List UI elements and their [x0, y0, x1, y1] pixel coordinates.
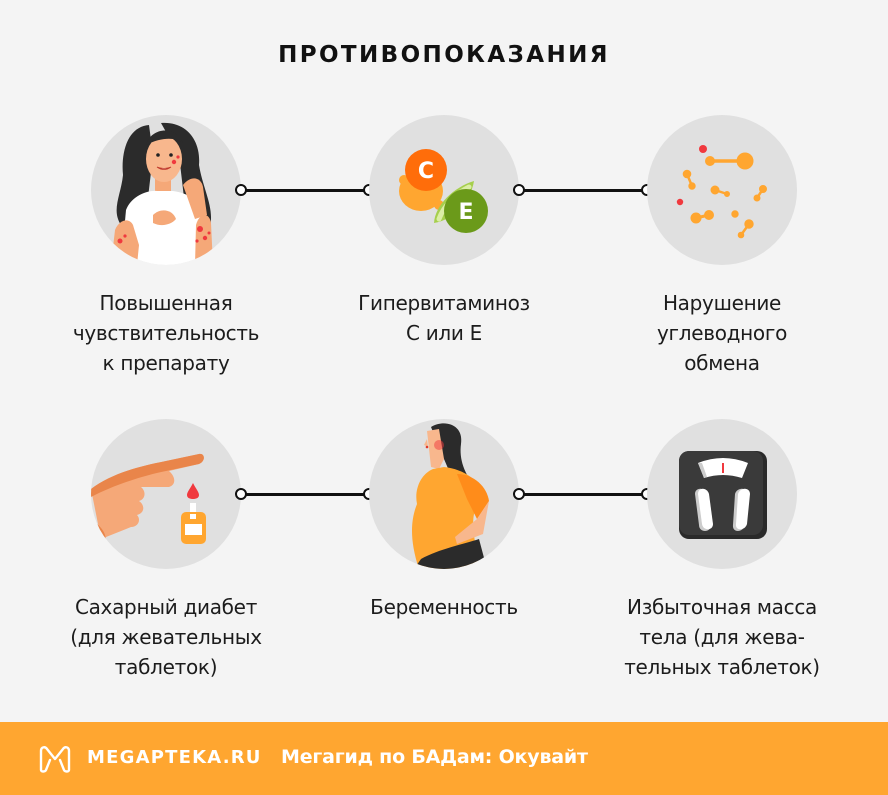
- vitamin-c-e-icon: C E: [369, 115, 519, 265]
- bathroom-scale-icon: [647, 419, 797, 569]
- pregnant-woman-icon: [369, 419, 519, 569]
- label-pregnancy: Беременность: [370, 595, 518, 619]
- footer-tagline: Мегагид по БАДам: Окувайт: [281, 746, 588, 768]
- connector: [513, 184, 653, 196]
- molecules-icon: [647, 115, 797, 265]
- megapteka-logo-icon: [39, 746, 71, 773]
- connector: [235, 488, 375, 500]
- brand-name[interactable]: MEGAPTEKA.RU: [87, 747, 262, 768]
- glucometer-finger-icon: [91, 419, 241, 569]
- allergy-rash-woman-icon: [91, 115, 241, 265]
- footer: MEGAPTEKA.RU Мегагид по БАДам: Окувайт: [0, 722, 888, 795]
- connector: [513, 488, 653, 500]
- vitamin-e-label: E: [458, 200, 473, 225]
- vitamin-c-label: C: [418, 159, 434, 184]
- connector: [235, 184, 375, 196]
- page-title: ПРОТИВОПОКАЗАНИЯ: [278, 42, 610, 68]
